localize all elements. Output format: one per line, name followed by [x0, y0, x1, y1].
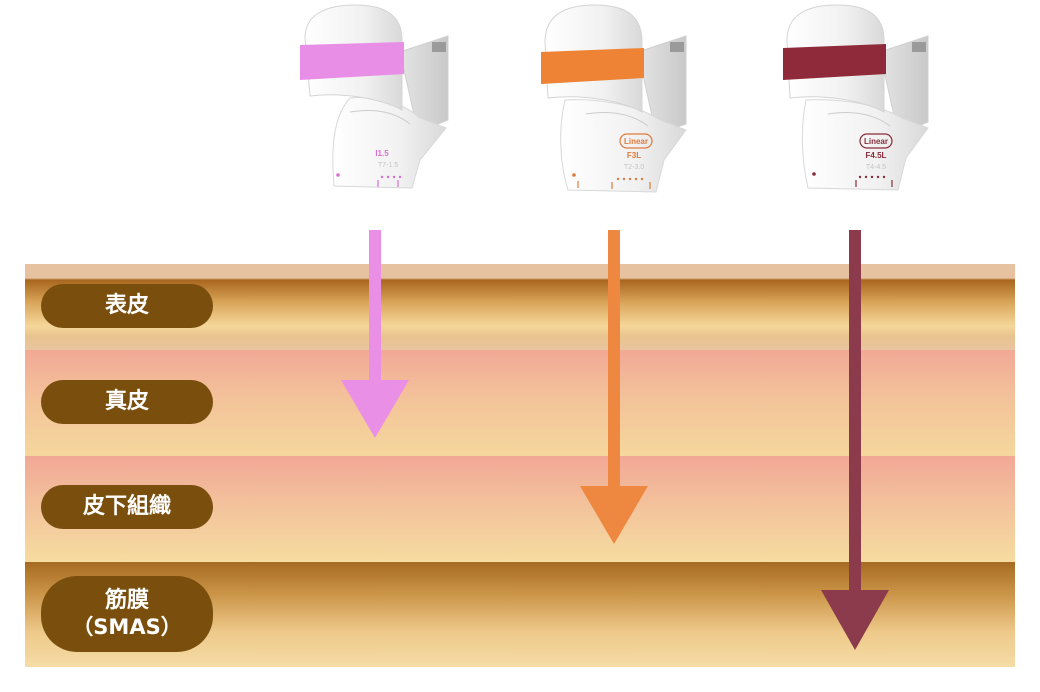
device-cartridge-3: Linear F4.5L T4-4.5 [783, 4, 929, 191]
device-cartridge-1: I1.5 T7-1.5 [300, 4, 449, 189]
device-1-depth: T7-1.5 [378, 162, 398, 169]
device-2-dots [616, 177, 644, 181]
label-fascia-sub: （SMAS） [72, 614, 182, 639]
label-fascia-text: 筋膜 [104, 588, 149, 614]
color-band-1 [300, 42, 404, 80]
device-2-badge: Linear [624, 137, 648, 146]
color-band-3 [783, 44, 886, 80]
device-3-depth: T4-4.5 [866, 164, 886, 171]
device-2-depth: T2-3.0 [624, 164, 644, 171]
device-1-dots [380, 175, 402, 179]
label-subcutaneous: 皮下組織 [41, 485, 213, 529]
label-dermis-text: 真皮 [104, 388, 149, 414]
device-3-badge: Linear [864, 137, 888, 146]
device-cartridge-2: Linear F3L T2-3.0 [541, 4, 687, 193]
label-epidermis: 表皮 [41, 284, 213, 328]
label-subcutaneous-text: 皮下組織 [82, 493, 171, 519]
label-dermis: 真皮 [41, 380, 213, 424]
label-fascia: 筋膜 （SMAS） [41, 576, 213, 652]
depth-arrow-1 [341, 230, 409, 438]
device-2-model: F3L [627, 151, 641, 160]
color-band-2 [541, 48, 644, 84]
device-1-model: I1.5 [375, 149, 389, 158]
device-3-dots [858, 175, 886, 179]
depth-arrow-3 [821, 230, 889, 650]
device-3-badge-frame [859, 133, 893, 149]
device-3-model: F4.5L [866, 151, 887, 160]
device-2-badge-frame [619, 133, 653, 149]
label-epidermis-text: 表皮 [104, 292, 149, 318]
depth-arrow-2 [580, 230, 648, 544]
